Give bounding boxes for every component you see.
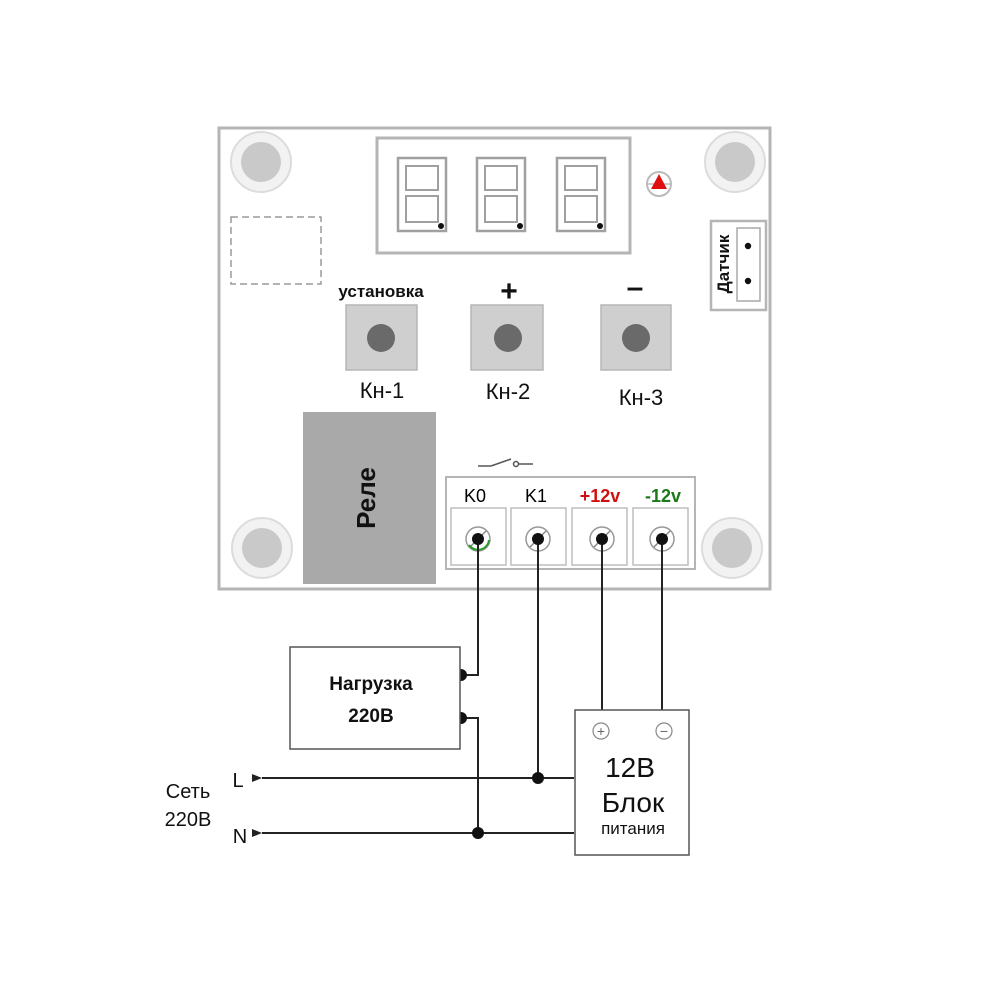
mains-label-line1: Сеть [166,781,210,803]
led-indicator-icon [646,171,672,197]
button-kn1-top-label: установка [338,282,424,301]
mounting-hole-bl [231,517,293,579]
load-label-line1: Нагрузка [329,674,413,695]
sensor-label: Датчик [714,234,733,293]
button-kn2-label: Кн-2 [486,379,531,404]
relay-switch-symbol-icon [478,458,533,468]
display-digit-3 [555,156,607,233]
seven-segment-display [375,136,632,255]
display-digit-2 [475,156,527,233]
relay-block: Реле [303,412,436,584]
mounting-hole-br [701,517,763,579]
junction-dot [472,827,484,839]
button-kn3[interactable]: – Кн-3 [600,271,672,410]
terminal-k0-label: K0 [464,486,486,506]
psu-voltage-label: 12В [605,752,655,783]
power-supply-box: + − 12В Блок питания [574,709,690,856]
terminal-k0-screw[interactable] [465,526,491,552]
psu-minus-label: − [660,723,668,739]
button-kn1-label: Кн-1 [360,378,405,403]
psu-plus-terminal-icon [592,722,610,740]
display-digit-1 [396,156,448,233]
terminal-minus12v-label: -12v [645,486,681,506]
junction-dot [472,533,484,545]
mains-l-label: L [232,770,243,792]
dashed-component-outline [230,216,322,285]
wire-load-to-mains-n [461,717,479,833]
terminal-k1-label: K1 [525,486,547,506]
junction-dot [656,533,668,545]
sensor-connector[interactable]: Датчик [709,219,768,312]
mains-label-line2: 220В [165,809,212,831]
button-kn3-label: Кн-3 [619,385,664,410]
junction-dot [532,533,544,545]
wires [252,539,663,837]
junction-dot [596,533,608,545]
button-kn1[interactable]: установка Кн-1 [338,282,424,403]
terminal-plus12v-label: +12v [580,486,621,506]
mains-n-label: N [233,826,247,848]
psu-minus-terminal-icon [655,722,673,740]
button-kn2-top-label: + [500,275,518,308]
button-kn2[interactable]: + Кн-2 [470,275,544,404]
mounting-hole-tr [704,131,766,193]
psu-label-line2: Блок [602,787,665,818]
load-label-line2: 220В [348,706,393,727]
mounting-hole-tl [230,131,292,193]
load-box: Нагрузка 220В [289,646,461,750]
psu-label-line3: питания [601,819,665,838]
button-kn3-top-label: – [627,271,644,304]
relay-label: Реле [351,467,381,529]
junction-dot [532,772,544,784]
psu-plus-label: + [597,723,605,739]
